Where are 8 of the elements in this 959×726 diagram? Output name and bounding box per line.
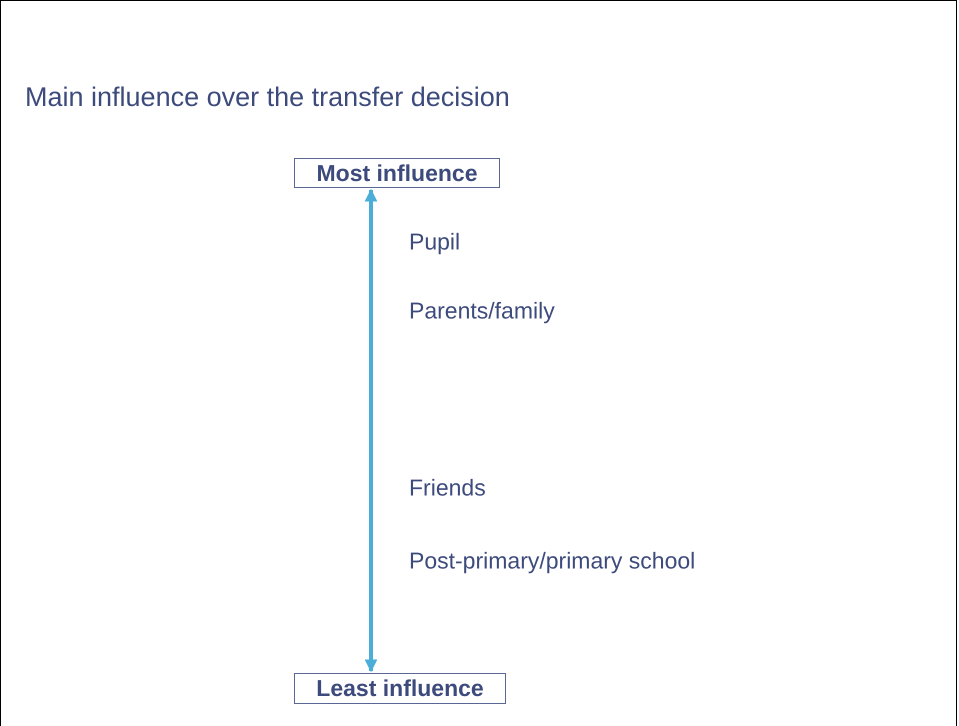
scale-end-box: Least influence [294, 673, 506, 704]
influence-label: Friends [409, 474, 486, 502]
double-arrow [364, 188, 378, 672]
title: Main influence over the transfer decision [25, 82, 510, 113]
influence-label: Post-primary/primary school [409, 548, 696, 574]
influence-label: Pupil [409, 228, 460, 256]
scale-end-box: Most influence [294, 158, 500, 188]
influence-label: Parents/family [409, 298, 555, 324]
